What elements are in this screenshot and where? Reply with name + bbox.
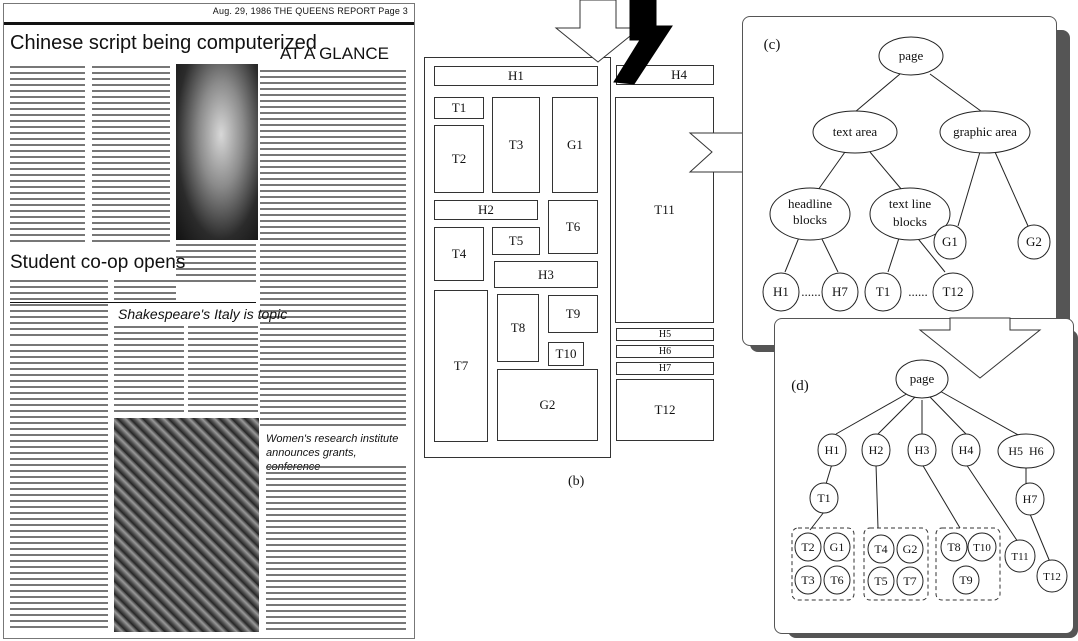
node-d-t6-label: T6 xyxy=(830,573,843,587)
caption-c: (c) xyxy=(764,37,781,53)
node-d-g2-label: G2 xyxy=(903,542,918,556)
node-d-t12-label: T12 xyxy=(1043,571,1061,583)
node-d-h2-label: H2 xyxy=(869,443,884,457)
node-g2-label: G2 xyxy=(1026,234,1042,249)
node-d-h7-label: H7 xyxy=(1023,492,1038,506)
node-d-h4-label: H4 xyxy=(959,443,974,457)
ellipsis-h: ...... xyxy=(801,284,821,299)
node-textline-label-1: text line xyxy=(889,196,931,211)
node-d-h5h6-label: H5 H6 xyxy=(1008,444,1043,458)
node-g1-label: G1 xyxy=(942,234,958,249)
tree-c-edges xyxy=(785,74,1028,272)
node-d-t11-label: T11 xyxy=(1011,551,1028,563)
node-d-page-label: page xyxy=(910,371,935,386)
node-page-label: page xyxy=(899,48,924,63)
node-t1-label: T1 xyxy=(876,284,890,299)
node-headline-label-2: blocks xyxy=(793,212,827,227)
node-t12-label: T12 xyxy=(943,284,964,299)
node-h7-label: H7 xyxy=(832,284,848,299)
node-h1-label: H1 xyxy=(773,284,789,299)
node-d-t8-label: T8 xyxy=(947,540,960,554)
node-d-g1-label: G1 xyxy=(830,540,845,554)
node-headline-label-1: headline xyxy=(788,196,832,211)
node-d-t4-label: T4 xyxy=(874,542,887,556)
node-d-h1-label: H1 xyxy=(825,443,840,457)
node-d-h3-label: H3 xyxy=(915,443,930,457)
node-text-area-label: text area xyxy=(833,124,878,139)
node-textline-label-2: blocks xyxy=(893,214,927,229)
ellipsis-t: ...... xyxy=(908,284,928,299)
caption-d: (d) xyxy=(791,378,809,394)
node-d-t10-label: T10 xyxy=(973,542,991,554)
node-d-t9-label: T9 xyxy=(959,573,972,587)
node-d-t3-label: T3 xyxy=(801,573,814,587)
node-graphic-area-label: graphic area xyxy=(953,124,1017,139)
node-d-t7-label: T7 xyxy=(903,574,916,588)
node-d-t5-label: T5 xyxy=(874,574,887,588)
node-d-t1-label: T1 xyxy=(817,491,830,505)
node-d-t2-label: T2 xyxy=(801,540,814,554)
